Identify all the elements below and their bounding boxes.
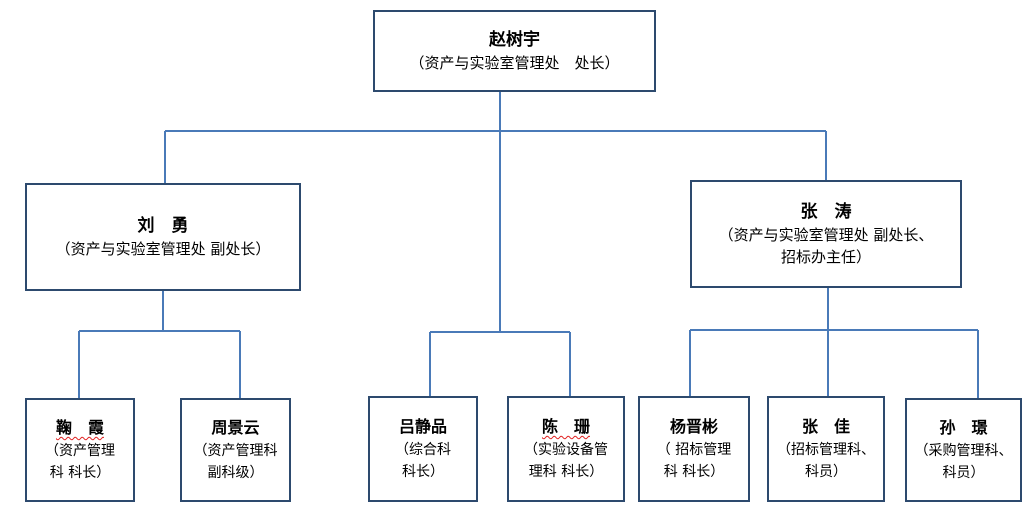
org-node-staff: 陈 珊 （实验设备管 理科 科长）: [507, 396, 625, 502]
org-node-staff: 张 佳 （招标管理科、 科员）: [767, 396, 885, 502]
node-name: 张 涛: [800, 202, 852, 222]
org-node-staff: 周景云 （资产管理科 副科级）: [180, 398, 291, 502]
node-title: （资产管理科 副科级）: [193, 443, 278, 481]
node-title: （资产与实验室管理处 处长）: [409, 54, 620, 72]
org-node-deputy-right: 张 涛 （资产与实验室管理处 副处长、 招标办主任）: [690, 180, 962, 288]
org-node-director: 赵树宇 （资产与实验室管理处 处长）: [373, 10, 656, 92]
node-name: 吕静品: [398, 417, 447, 436]
node-title: （资产与实验室管理处 副处长）: [55, 240, 271, 258]
node-name: 陈 珊: [541, 417, 590, 436]
node-title: （ 招标管理 科 科长）: [656, 442, 732, 480]
node-title: （实验设备管 理科 科长）: [524, 442, 608, 480]
node-title: （综合科 科长）: [395, 442, 451, 480]
node-name: 杨晋彬: [669, 417, 718, 436]
node-title: （采购管理科、 科员）: [914, 443, 1013, 481]
node-name: 刘 勇: [137, 216, 189, 236]
node-name: 周景云: [211, 418, 260, 437]
org-node-deputy-left: 刘 勇 （资产与实验室管理处 副处长）: [25, 183, 301, 291]
node-title: （资产与实验室管理处 副处长、 招标办主任）: [718, 226, 934, 266]
org-node-staff: 吕静品 （综合科 科长）: [368, 396, 478, 502]
org-node-staff: 杨晋彬 （ 招标管理 科 科长）: [638, 396, 750, 502]
org-node-staff: 鞠 霞 （资产管理 科 科长）: [25, 398, 135, 502]
org-node-staff: 孙 璟 （采购管理科、 科员）: [905, 398, 1022, 502]
node-title: （资产管理 科 科长）: [45, 443, 115, 481]
node-name: 张 佳: [801, 417, 850, 436]
node-name: 鞠 霞: [55, 418, 104, 437]
node-name: 孙 璟: [939, 418, 988, 437]
node-name: 赵树宇: [489, 30, 540, 50]
node-title: （招标管理科、 科员）: [777, 442, 875, 480]
